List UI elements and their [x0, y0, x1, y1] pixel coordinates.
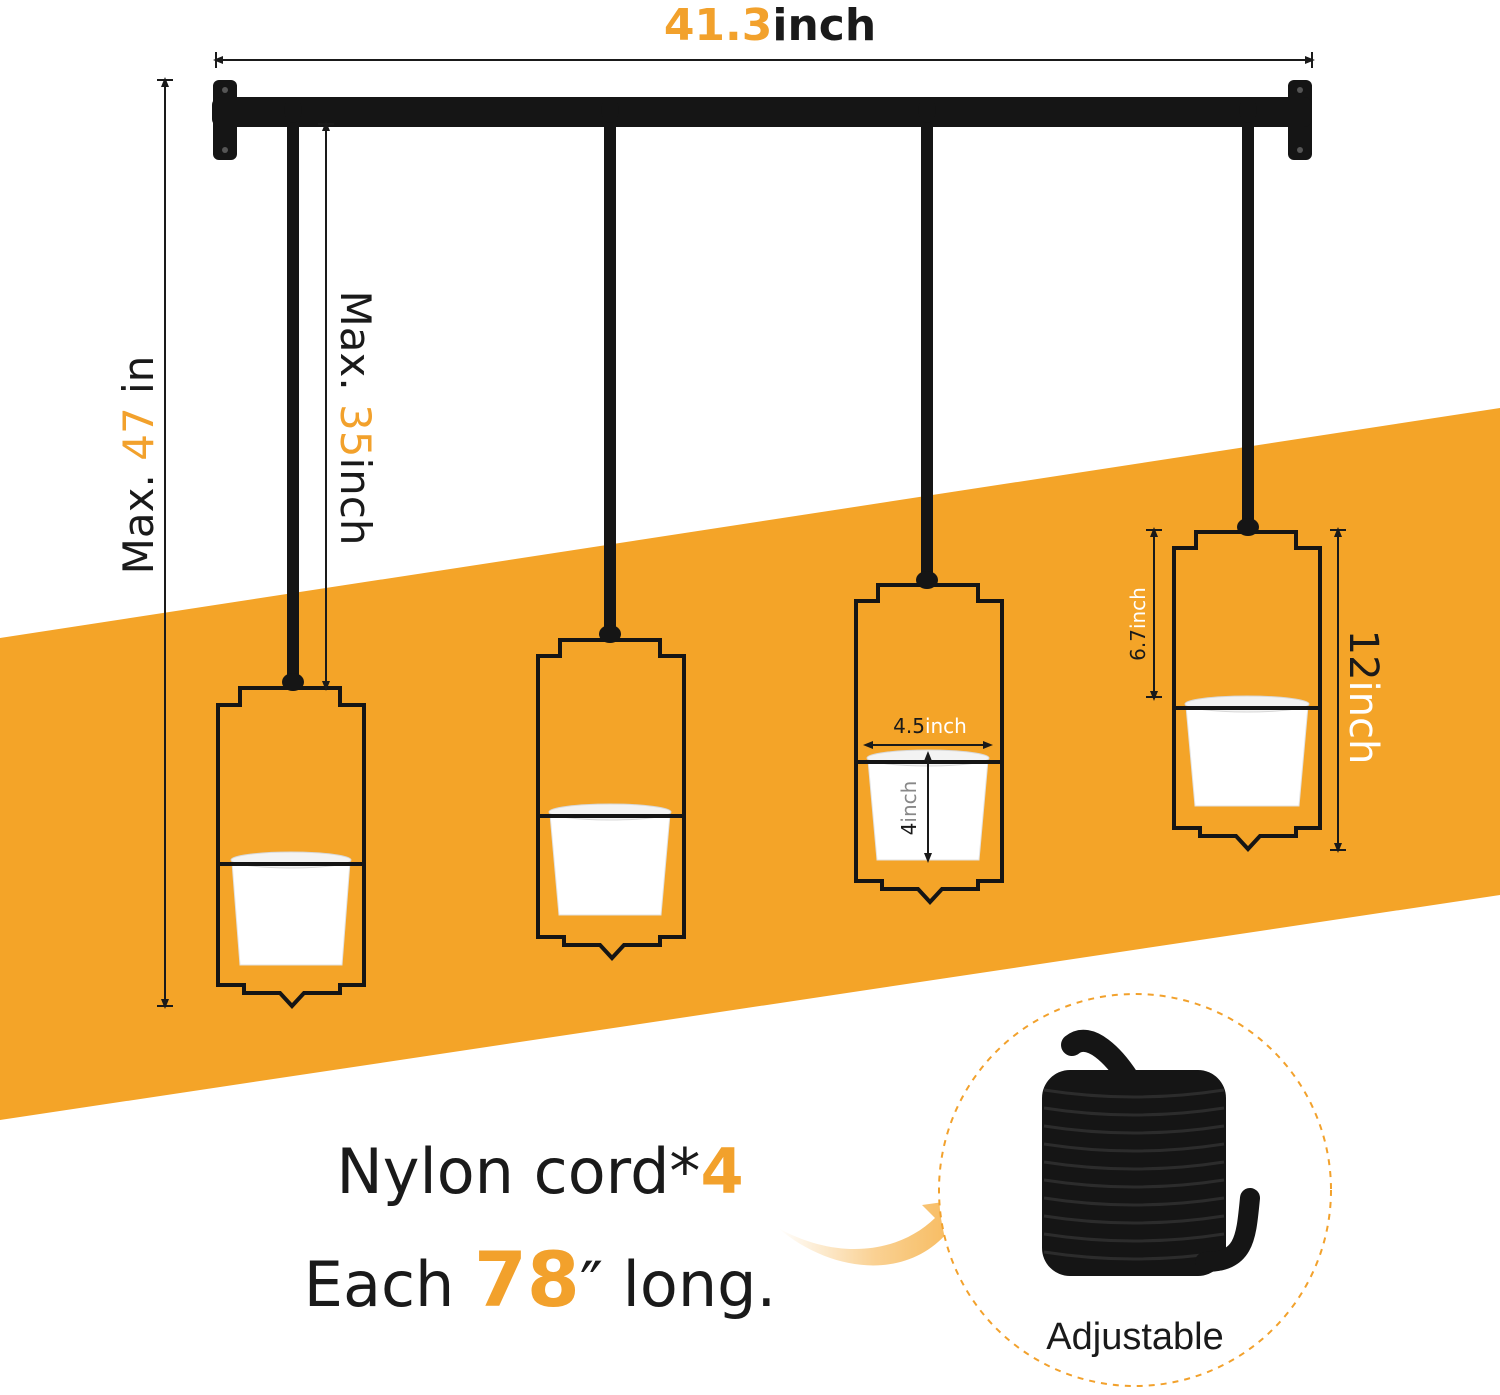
cord-length-text: Each 78″ long. — [304, 1235, 776, 1324]
planter-1 — [216, 97, 366, 1009]
pot-width-label: 4.5inch — [893, 714, 967, 738]
width-dimension-label: 41.3inch — [664, 0, 876, 51]
hanging-rod — [212, 80, 1312, 160]
pot-height-label: 4inch — [897, 781, 921, 836]
cord-height-label: Max. 35inch — [331, 291, 380, 546]
orange-band — [0, 408, 1500, 1120]
planter-4 — [1172, 97, 1322, 852]
frame-height-label: 12inch — [1340, 630, 1386, 765]
cord-count-text: Nylon cord*4 — [336, 1135, 743, 1208]
adjustable-label: Adjustable — [1046, 1316, 1223, 1358]
ring-height-label: 6.7inch — [1126, 587, 1150, 661]
planter-2 — [536, 97, 686, 961]
nylon-cord-coil-icon — [1042, 1029, 1260, 1276]
arrow-icon — [778, 1198, 972, 1266]
total-height-label: Max. 47 in — [114, 356, 163, 575]
